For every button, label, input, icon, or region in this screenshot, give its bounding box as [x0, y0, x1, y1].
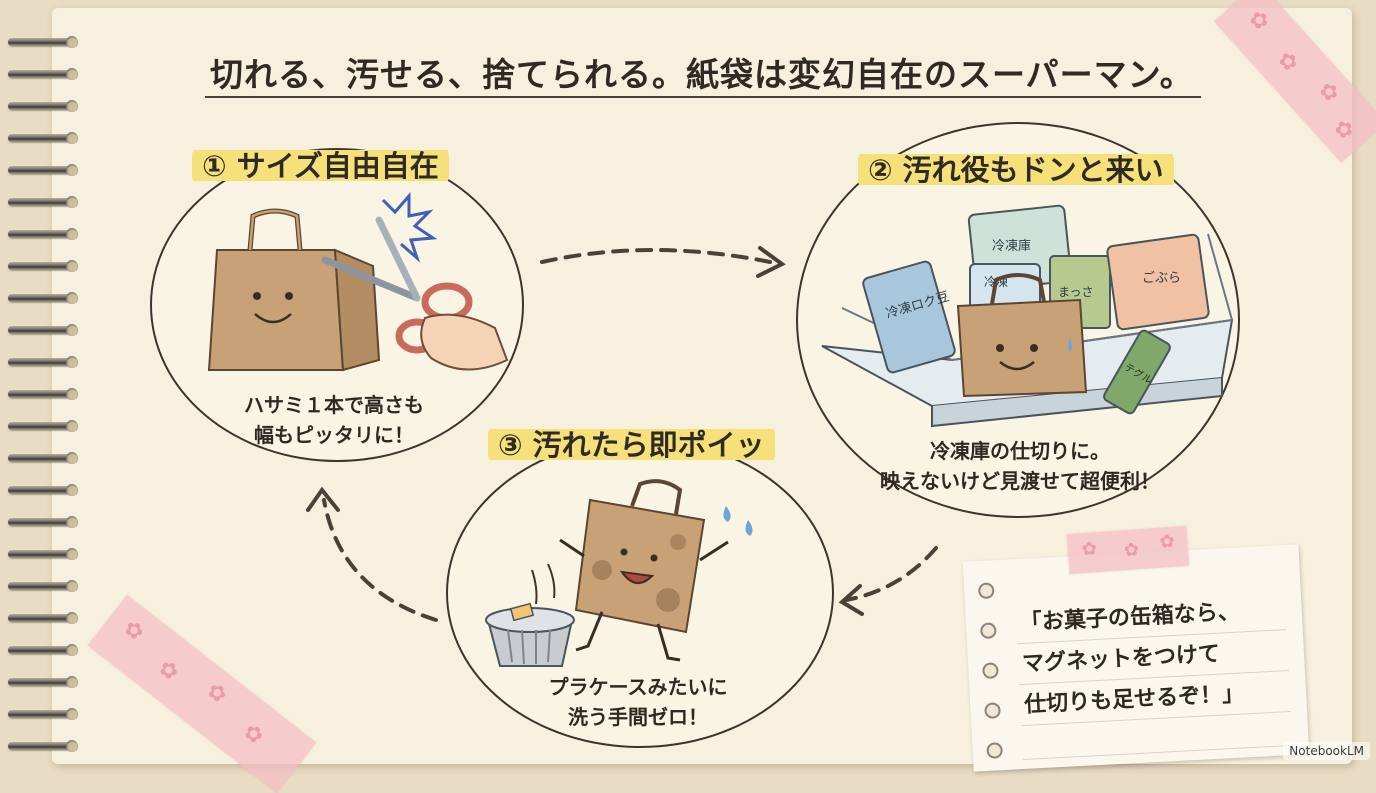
freezer-label: 冷凍庫: [992, 238, 1031, 254]
tip-note-text: 「お菓子の缶箱なら、 マグネットをつけて 仕切りも足せるぞ！」: [1019, 592, 1245, 726]
caption-line: 洗う手間ゼロ！: [568, 705, 708, 729]
section-toss-caption: プラケースみたいに 洗う手間ゼロ！: [518, 672, 758, 732]
freezer-label: ごぶら: [1142, 270, 1181, 286]
caption-line: 映えないけど見渡せて超便利！: [880, 469, 1160, 493]
notebooklm-badge: NotebookLM: [1283, 742, 1370, 760]
section-size-caption: ハサミ１本で高さも 幅もピッタリに！: [214, 390, 454, 450]
arrow-3-to-1: [322, 498, 438, 622]
section-size-heading: ① サイズ自由自在: [192, 146, 449, 186]
caption-line: 幅もピッタリに！: [254, 423, 414, 447]
page-title: 切れる、汚せる、捨てられる。紙袋は変幻自在のスーパーマン。: [210, 55, 1194, 94]
caption-line: 冷凍庫の仕切りに。: [930, 439, 1110, 463]
arrow-1-to-2: [540, 248, 772, 264]
caption-line: プラケースみたいに: [548, 675, 728, 699]
section-dirty-heading: ② 汚れ役もドンと来い: [858, 150, 1174, 190]
title-underline: [205, 96, 1201, 98]
tip-note: 「お菓子の缶箱なら、 マグネットをつけて 仕切りも足せるぞ！」: [962, 544, 1310, 772]
freezer-label: まっさ: [1058, 285, 1094, 299]
freezer-drawer-illustration: 冷凍ロク豆 冷凍庫 まっさ ごぶら 冷凍 テグル: [821, 204, 1234, 428]
bag-jumping-to-trash-illustration: [485, 479, 753, 667]
caption-line: ハサミ１本で高さも: [244, 393, 424, 417]
scissors-cutting-bag-illustration: [207, 192, 509, 372]
section-dirty-caption: 冷凍庫の仕切りに。 映えないけど見渡せて超便利！: [860, 436, 1180, 496]
section-toss-heading: ③ 汚れたら即ポイッ: [488, 425, 775, 465]
note-tape: ✿ ✿ ✿: [1066, 525, 1190, 575]
cycle-arrows: [306, 246, 938, 622]
arrow-2-to-3: [844, 546, 938, 602]
